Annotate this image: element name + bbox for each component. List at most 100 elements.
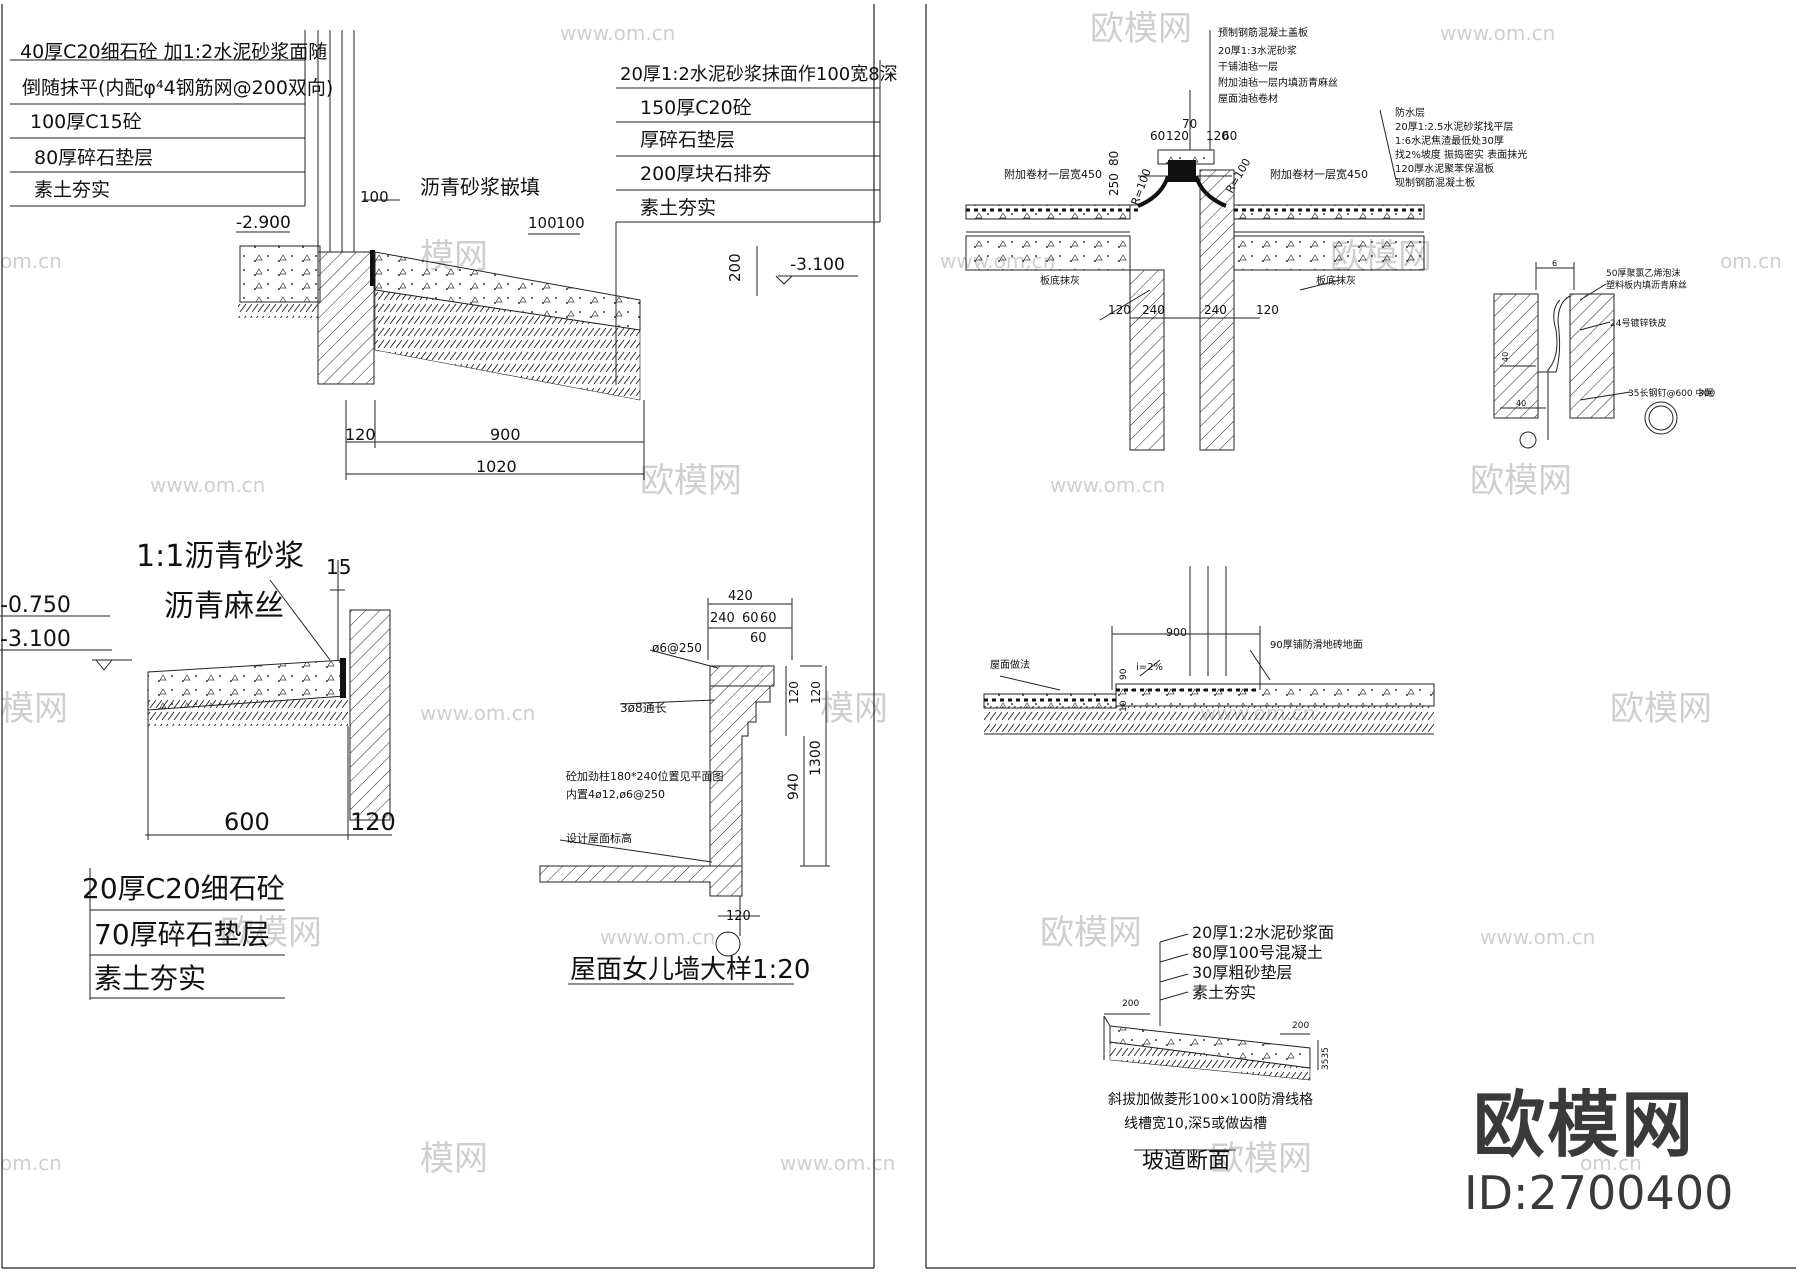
panel-d-right-note-1: 20厚1:2.5水泥砂浆找平层	[1395, 120, 1513, 133]
panel-c-dim-120a: 120	[787, 681, 801, 704]
panel-g-title: 坡道断面	[1142, 1149, 1230, 1174]
panel-a-note-left-4: 素土夯实	[34, 179, 110, 201]
panel-d-ceiling-left: 板底抹灰	[1040, 274, 1080, 287]
panel-d-right-note-3: 找2%坡度 振捣密实 表面抹光	[1395, 148, 1527, 161]
panel-d-right-note-4: 120厚水泥聚苯保温板	[1395, 162, 1494, 175]
panel-c-label-3: 内置4ø12,ø6@250	[566, 787, 665, 801]
panel-c-parapet-detail: 420 240 60 60 60 120 120 1300 940 120 ø6…	[539, 589, 830, 985]
panel-d-roof-expansion-joint: 预制钢筋混凝土盖板 20厚1:3水泥砂浆 干铺油毡一层 附加油毡一层内填沥青麻丝…	[965, 26, 1527, 451]
panel-f-dim-900: 900	[1166, 626, 1187, 639]
brand-stamp: 欧模网 ID:2700400	[1464, 1083, 1734, 1221]
panel-d-top-note-3: 附加油毡一层内填沥青麻丝	[1218, 76, 1338, 89]
panel-a-dim-100b: 100	[528, 214, 557, 232]
panel-d-dim-250: 250	[1107, 173, 1121, 196]
panel-e-label-2: 24号镀锌铁皮	[1610, 317, 1666, 329]
panel-a-elev-right: -3.100	[790, 255, 845, 275]
panel-d-dim-120c: 120	[1108, 303, 1131, 317]
panel-a-note-right-3: 200厚块石排夯	[640, 163, 771, 185]
panel-d-top-note-2: 干铺油毡一层	[1218, 60, 1278, 73]
panel-a-fill-label: 沥青砂浆嵌填	[420, 175, 540, 199]
panel-e-label-3: 35长钢钉@600 中距	[1628, 387, 1714, 399]
panel-a-note-right-4: 素土夯实	[640, 197, 716, 219]
panel-a-dim-900: 900	[490, 425, 521, 444]
brand-id: ID:2700400	[1464, 1166, 1734, 1220]
panel-g-desc-0: 斜拔加做菱形100×100防滑线格	[1108, 1091, 1313, 1108]
panel-b-mortar-label: 1:1沥青砂浆	[136, 539, 304, 574]
panel-g-note-0: 20厚1:2水泥砂浆面	[1192, 923, 1334, 942]
panel-d-dim-80: 80	[1107, 151, 1121, 166]
watermark-text: www.om.cn	[1440, 21, 1555, 45]
panel-a-dim-100c: 100	[556, 214, 585, 232]
panel-g-note-2: 30厚粗砂垫层	[1192, 963, 1292, 982]
panel-f-left-label: 屋面做法	[990, 658, 1030, 671]
panel-f-slope: i=2%	[1136, 662, 1163, 673]
panel-e-joint-cover-detail: 50厚聚氯乙烯泡沫 塑料板内填沥青麻丝 24号镀锌铁皮 35长钢钉@600 中距…	[1493, 259, 1715, 449]
watermark-text: 欧模网	[1040, 913, 1142, 953]
panel-d-dim-240a: 240	[1142, 303, 1165, 317]
panel-d-top-note-0: 预制钢筋混凝土盖板	[1218, 26, 1308, 39]
brand-logo: 欧模网	[1472, 1083, 1695, 1167]
panel-c-dim-120b: 120	[809, 681, 823, 704]
panel-f-right-label: 90厚铺防滑地砖地面	[1270, 638, 1363, 651]
watermark-text: om.cn	[1580, 1151, 1642, 1175]
watermark-text: www.om.cn	[600, 925, 715, 949]
panel-c-dim-420: 420	[728, 589, 753, 604]
sheet-frames	[1, 4, 1796, 1269]
panel-a-note-left-3: 80厚碎石垫层	[34, 147, 153, 169]
panel-g-dim-3535: 3535	[1321, 1047, 1331, 1070]
panel-d-top-note-1: 20厚1:3水泥砂浆	[1218, 44, 1297, 57]
panel-a-note-right-1: 150厚C20砼	[640, 97, 752, 119]
panel-c-dim-60c: 60	[750, 631, 767, 646]
panel-c-dim-60b: 60	[760, 611, 777, 626]
panel-c-dim-240: 240	[710, 611, 735, 626]
watermark-text: 欧模网	[1210, 1139, 1312, 1179]
panel-e-dim-40a: 40	[1501, 352, 1510, 362]
panel-a-note-left-2: 100厚C15砼	[30, 111, 142, 133]
panel-d-dim-120a: 120	[1166, 129, 1189, 143]
watermark-text: om.cn	[1720, 249, 1782, 273]
watermark-text: 模网	[0, 689, 68, 729]
panel-g-desc-1: 线槽宽10,深5或做齿槽	[1124, 1115, 1267, 1132]
watermark-text: om.cn	[0, 1151, 62, 1175]
panel-d-dim-240b: 240	[1204, 303, 1227, 317]
panel-d-dim-120d: 120	[1256, 303, 1279, 317]
panel-e-dim-40b: 40	[1516, 399, 1526, 408]
watermark-text: www.om.cn	[780, 1151, 895, 1175]
panel-g-note-1: 80厚100号混凝土	[1192, 943, 1323, 962]
panel-d-right-note-5: 现制钢筋混凝土板	[1395, 176, 1475, 189]
panel-a-dim-1020: 1020	[476, 457, 517, 476]
panel-d-right-note-2: 1:6水泥焦渣最低处30厚	[1395, 134, 1504, 147]
watermark-text: om.cn	[0, 249, 62, 273]
panel-a-dim-120: 120	[345, 425, 376, 444]
watermark-text: 模网	[820, 689, 888, 729]
panel-e-label-1: 塑料板内填沥青麻丝	[1606, 279, 1687, 291]
watermark-text: 欧模网	[1610, 689, 1712, 729]
watermark-text: www.om.cn	[420, 701, 535, 725]
panel-a-elev-left: -2.900	[236, 213, 291, 233]
watermark-text: www.om.cn	[1480, 925, 1595, 949]
panel-d-right-label: 附加卷材一层宽450	[1270, 167, 1368, 181]
panel-b-dim-15: 15	[326, 555, 351, 579]
watermark-text: www.om.cn	[150, 473, 265, 497]
panel-c-dim-1300: 1300	[808, 740, 824, 776]
watermark-text: 欧模网	[1090, 9, 1192, 49]
panel-g-dim-200b: 200	[1292, 1021, 1309, 1031]
panel-b-hemp-label: 沥青麻丝	[164, 589, 284, 624]
panel-d-dim-120b: 120	[1206, 129, 1229, 143]
panel-c-title: 屋面女儿墙大样1:20	[570, 955, 810, 985]
panel-b-elev-bottom: -3.100	[0, 627, 71, 652]
panel-b-note-2: 素土夯实	[94, 962, 206, 995]
panel-b-note-1: 70厚碎石垫层	[94, 918, 270, 951]
panel-c-label-1: 3ø8通长	[620, 701, 667, 715]
watermark-text: 模网	[420, 1139, 488, 1179]
panel-e-label-4: 300	[1698, 389, 1715, 399]
panel-a-note-right-2: 厚碎石垫层	[640, 129, 735, 151]
panel-a-dim-200: 200	[726, 253, 744, 282]
panel-d-left-label: 附加卷材一层宽450	[1004, 167, 1102, 181]
panel-f-dim-10: 10	[1119, 700, 1129, 712]
panel-g-dim-200a: 200	[1122, 999, 1139, 1009]
panel-d-dim-70: 70	[1182, 117, 1197, 131]
watermark-text: 欧模网	[640, 461, 742, 501]
panel-a-retaining-detail: 40厚C20细石砼 加1:2水泥砂浆面随 倒随抹平(内配φ⁴4钢筋网@200双向…	[10, 30, 898, 480]
panel-a-note-right-0: 20厚1:2水泥砂浆抹面作100宽8深	[620, 64, 898, 85]
